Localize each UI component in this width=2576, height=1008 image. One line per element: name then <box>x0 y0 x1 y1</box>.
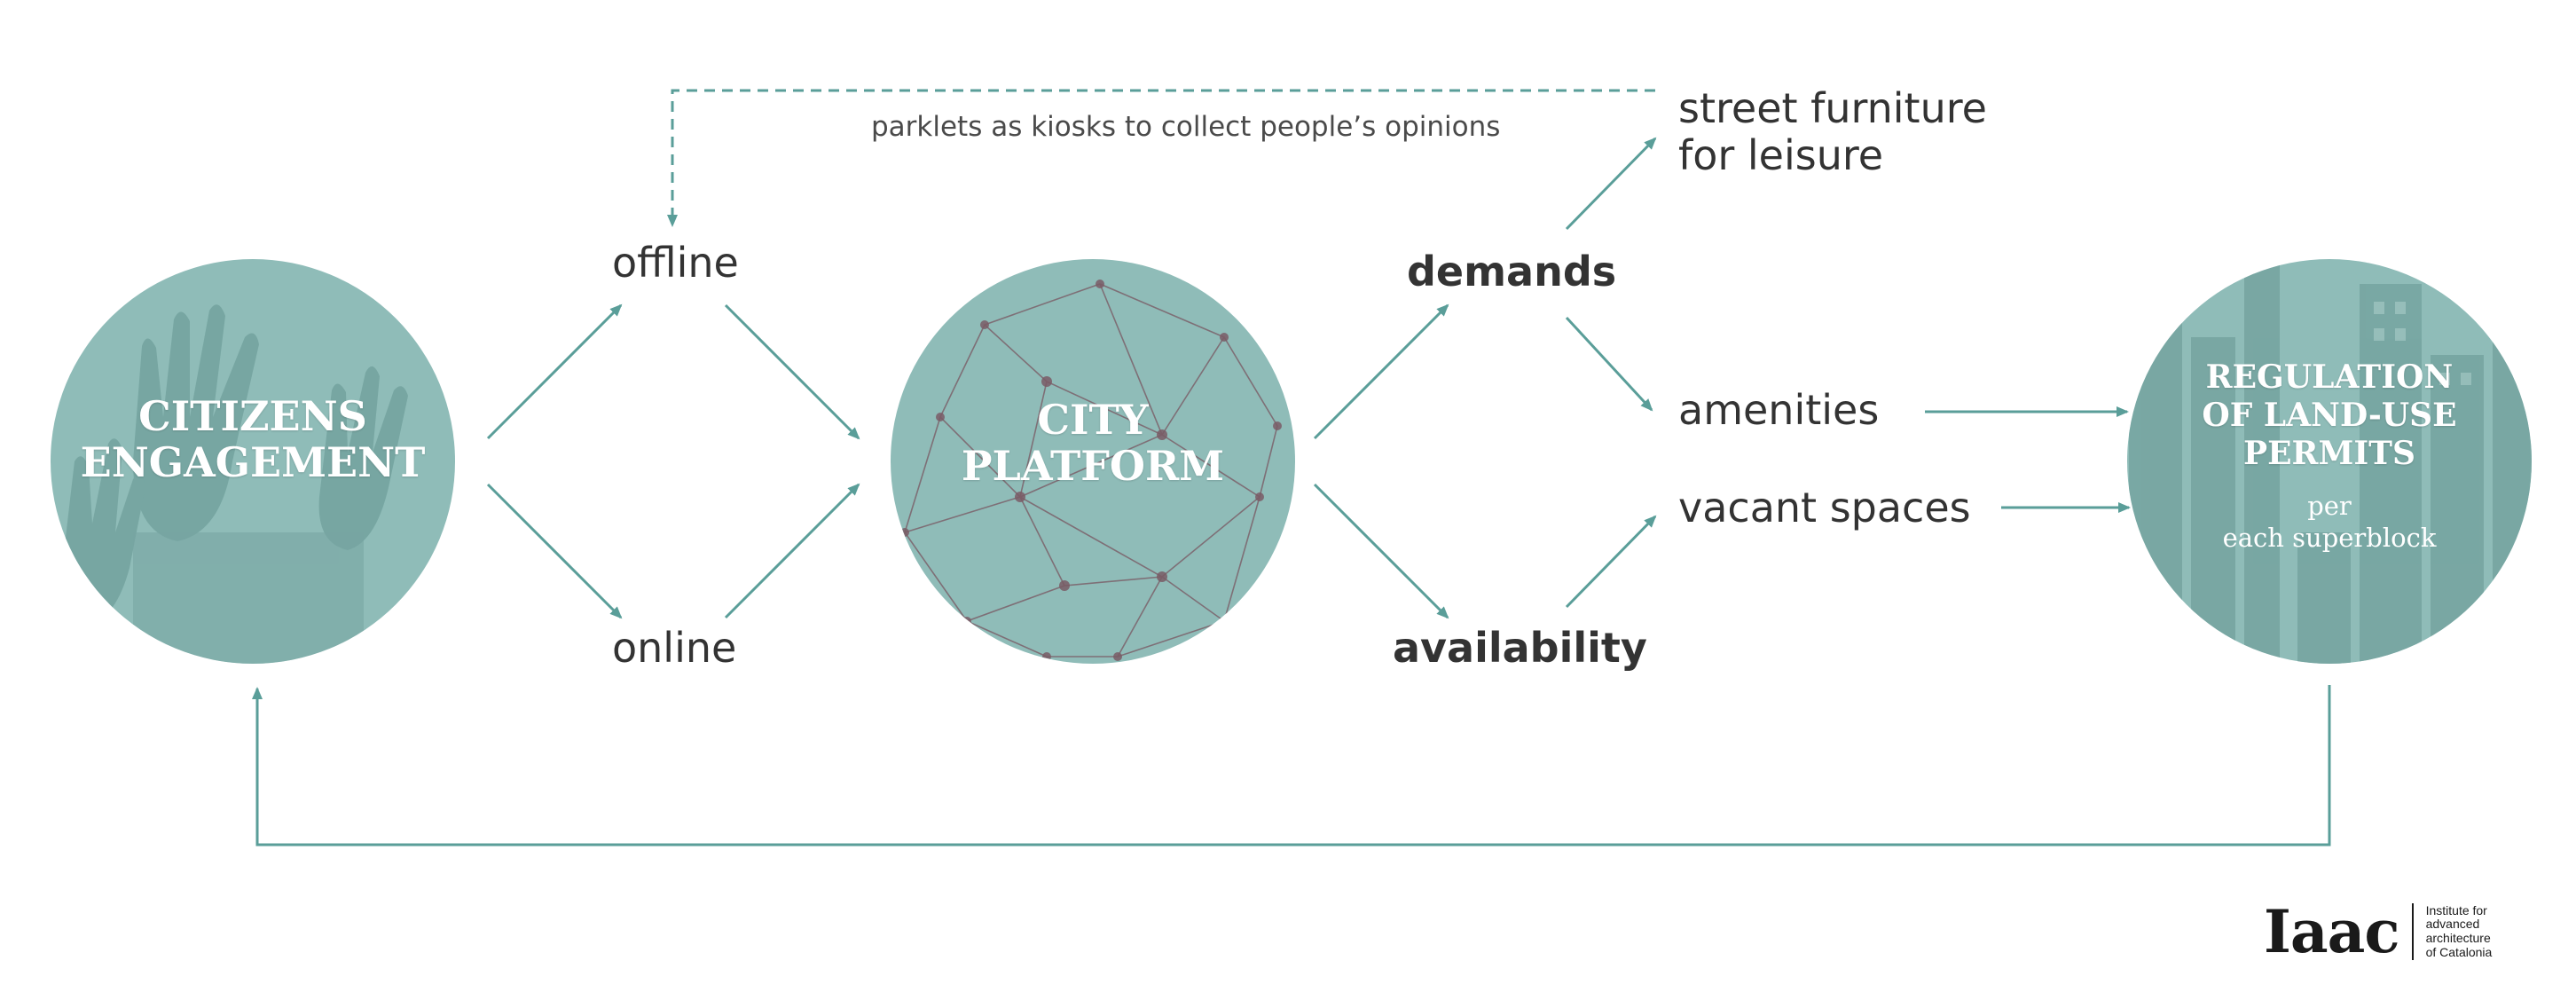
regulation-subtitle: per each superblock <box>2161 490 2498 555</box>
label-feedback-note: parklets as kiosks to collect people’s o… <box>871 111 1501 143</box>
iaac-logo-text: Institute for advanced architecture of C… <box>2425 902 2493 960</box>
arrow-citizens-offline <box>486 303 623 440</box>
label-street-furniture-line1: street furniture <box>1678 84 1987 132</box>
logo-line-3: architecture <box>2425 931 2491 945</box>
platform-title: CITY PLATFORM <box>907 396 1279 490</box>
regulation-title-line2: OF LAND-USE <box>2202 397 2457 435</box>
arrow-online-platform <box>724 483 860 619</box>
regulation-sub-line2: each superblock <box>2222 523 2437 554</box>
arrow-availability-vacant <box>1565 515 1657 609</box>
regulation-title: REGULATION OF LAND-USE PERMITS <box>2161 358 2498 474</box>
label-street-furniture: street furniture for leisure <box>1678 85 1987 179</box>
platform-title-line2: PLATFORM <box>961 441 1225 490</box>
label-vacant-spaces: vacant spaces <box>1678 484 1971 532</box>
arrow-platform-demands <box>1313 303 1449 440</box>
arrow-demands-furniture <box>1565 137 1657 231</box>
regulation-sub-line1: per <box>2307 491 2352 521</box>
label-availability: availability <box>1393 624 1647 672</box>
label-amenities: amenities <box>1678 386 1880 434</box>
arrow-dashed-feedback <box>667 89 1655 227</box>
logo-line-4: of Catalonia <box>2425 944 2493 959</box>
citizens-title-line1: CITIZENS <box>138 392 367 440</box>
citizens-title-line2: ENGAGEMENT <box>80 437 426 486</box>
label-street-furniture-line2: for leisure <box>1678 130 1884 179</box>
city-platform-circle <box>891 259 1295 664</box>
logo-separator <box>2411 903 2414 960</box>
iaac-logo: Iaac Institute for advanced architecture… <box>2264 902 2492 962</box>
label-demands: demands <box>1407 248 1617 295</box>
label-online: online <box>612 624 737 672</box>
arrow-feedback-loop <box>252 685 2331 847</box>
regulation-title-line1: REGULATION <box>2205 358 2454 396</box>
connector-arrows <box>252 89 2331 847</box>
iaac-logo-mark: Iaac <box>2264 902 2400 961</box>
citizens-title: CITIZENS ENGAGEMENT <box>67 392 439 486</box>
arrow-platform-availability <box>1313 483 1449 619</box>
label-offline: offline <box>612 239 739 287</box>
iaac-logo-mark-text: Iaac <box>2264 897 2400 966</box>
arrow-citizens-online <box>486 483 623 619</box>
arrow-offline-platform <box>724 303 860 440</box>
logo-line-1: Institute for <box>2425 902 2487 917</box>
arrow-demands-amenities <box>1565 316 1653 412</box>
regulation-title-line3: PERMITS <box>2243 435 2415 473</box>
platform-title-line1: CITY <box>1037 396 1149 444</box>
logo-line-2: advanced <box>2425 917 2480 932</box>
